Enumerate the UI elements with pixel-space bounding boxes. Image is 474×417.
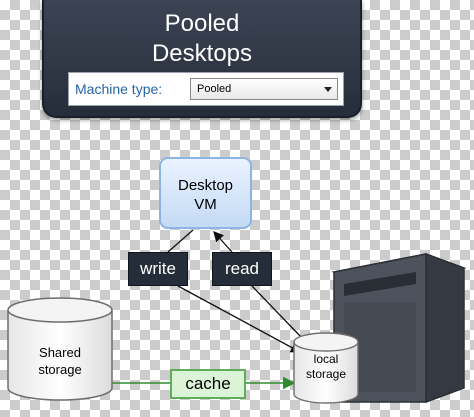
chevron-down-icon[interactable] xyxy=(324,87,332,92)
local-storage-label-line-2: storage xyxy=(305,367,347,381)
panel-title-line-1: Pooled xyxy=(164,10,240,37)
cache-tag: cache xyxy=(170,369,246,399)
read-arrow xyxy=(213,231,233,253)
shared-storage-label-line-1: Shared xyxy=(39,345,81,360)
pooled-desktops-panel: Pooled Desktops Machine type: Pooled xyxy=(42,0,362,118)
machine-type-select[interactable]: Pooled xyxy=(190,78,338,100)
machine-type-row: Machine type: Pooled xyxy=(68,72,344,106)
read-tag: read xyxy=(212,252,272,286)
local-storage-label-line-1: local xyxy=(313,352,339,366)
shared-storage-label-line-2: storage xyxy=(38,362,82,377)
local-storage-label: local storage xyxy=(296,352,356,382)
shared-storage-cylinder xyxy=(7,297,113,401)
machine-type-label: Machine type: xyxy=(75,81,163,97)
vm-to-write-connector xyxy=(167,229,194,253)
local-storage-cylinder xyxy=(293,332,359,404)
write-arrow xyxy=(177,285,302,353)
write-tag: write xyxy=(128,252,188,286)
shared-storage-label: Shared storage xyxy=(8,344,112,378)
vm-label-line-1: Desktop xyxy=(177,177,234,194)
panel-title-line-2: Desktops xyxy=(151,40,253,67)
desktop-vm-box: Desktop VM xyxy=(159,157,252,229)
vm-label-line-2: VM xyxy=(194,196,217,213)
machine-type-selected-value: Pooled xyxy=(197,83,232,95)
read-to-local-connector xyxy=(251,285,303,339)
